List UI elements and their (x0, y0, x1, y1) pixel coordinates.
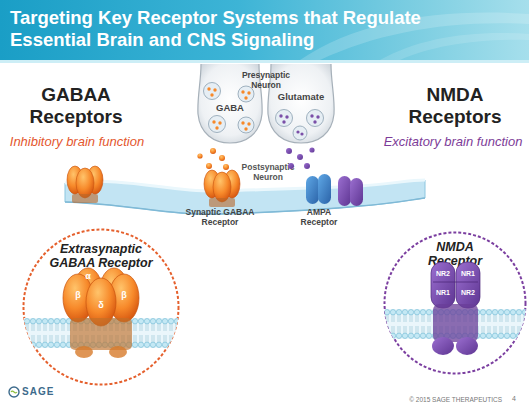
subunit-label: NR1 (431, 289, 455, 297)
section-heading: NMDA Receptors (385, 84, 525, 128)
neuron-label: Presynaptic Neuron (236, 70, 296, 90)
subunit-label: NR2 (456, 289, 480, 297)
page-number: 4 (506, 395, 522, 403)
neurotransmitter-name: GABA (210, 102, 250, 113)
copyright-note: © 2015 SAGE THERAPEUTICS (380, 396, 502, 404)
logo-mark (9, 387, 19, 397)
receptor-label: Synaptic GABAA Receptor (178, 207, 262, 227)
section-subtitle: Inhibitory brain function (2, 134, 152, 149)
subunit-label: NR2 (431, 270, 455, 278)
zoom-circle: NMDA Receptor (383, 231, 527, 375)
subunit-label: NR1 (456, 270, 480, 278)
zoom-heading: Extrasynaptic GABAA Receptor (46, 242, 156, 270)
subunit-label: β (70, 290, 86, 300)
subunit-label: β (116, 290, 132, 300)
zoom-heading: NMDA Receptor (420, 240, 490, 268)
section-heading: GABAA Receptors (8, 84, 144, 128)
section-subtitle: Excitatory brain function (378, 134, 528, 149)
slide-title: Targeting Key Receptor Systems that Regu… (10, 7, 480, 51)
header-rule (0, 60, 529, 63)
subunit-label: δ (93, 300, 109, 310)
subunit-label: α (80, 271, 96, 281)
neurotransmitter-name: Glutamate (274, 91, 328, 102)
neuron-label: Postsynaptic Neuron (236, 162, 300, 182)
receptor-label: AMPA Receptor (296, 207, 342, 227)
logo-text: SAGE (22, 386, 66, 398)
released-gaba (197, 148, 229, 170)
postsynaptic-membrane: Postsynaptic Neuron (60, 158, 430, 233)
